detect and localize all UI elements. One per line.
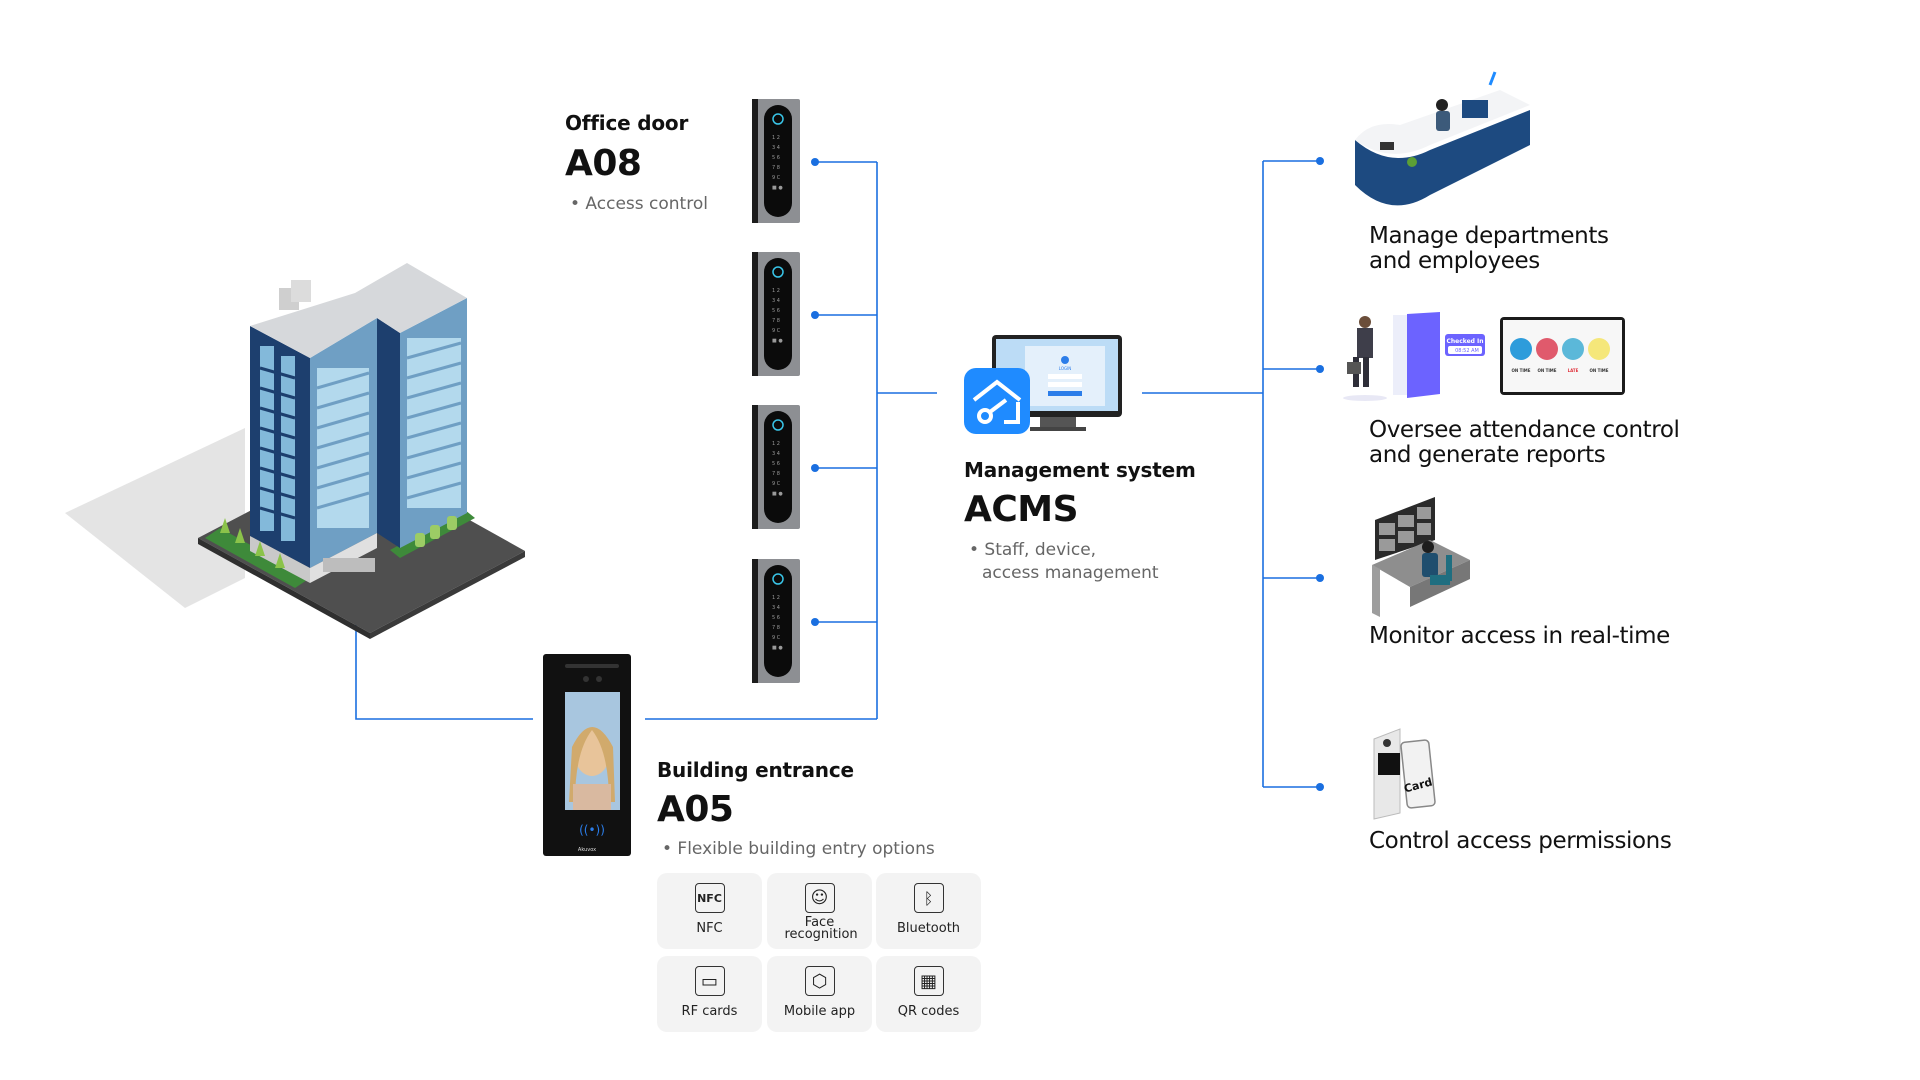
entry-option-bluetooth: ᛒ Bluetooth [876, 873, 981, 949]
svg-text:1 2: 1 2 [772, 135, 780, 141]
feature-text-line: Manage departments [1369, 223, 1609, 249]
office-door-subtitle: Office door [565, 111, 689, 135]
entry-option-rf-cards: ▭ RF cards [657, 956, 762, 1032]
attendance-illustration: Checked In 08:52 AM ON TIME ON TIME LATE… [1343, 312, 1625, 401]
connector-dot [1316, 783, 1324, 791]
entry-option-face-recognition: ☺ Face recognition [767, 873, 872, 949]
svg-text:■ ●: ■ ● [772, 338, 783, 344]
feature-text-line: and generate reports [1369, 442, 1606, 468]
feature-control-permissions: Control access permissions [1369, 828, 1672, 854]
acms-illustration: LOGIN [964, 335, 1122, 434]
attendance-status: LATE [1568, 368, 1579, 373]
entry-option-label: QR codes [897, 1004, 960, 1019]
management-subtitle: Management system [964, 458, 1196, 482]
feature-text-line: Control access permissions [1369, 828, 1672, 854]
surveillance-illustration [1372, 497, 1470, 617]
svg-text:9 C: 9 C [772, 635, 781, 641]
building-entrance-model: A05 [657, 789, 734, 830]
card-reader-illustration: Card [1373, 728, 1436, 820]
svg-text:7 8: 7 8 [772, 165, 780, 171]
feature-text-line: Monitor access in real-time [1369, 623, 1670, 649]
rf-card-icon: ▭ [694, 966, 725, 996]
svg-text:9 C: 9 C [772, 328, 781, 334]
qr-code-icon: ▦ [913, 966, 944, 996]
connector-dot [811, 618, 819, 626]
svg-text:7 8: 7 8 [772, 318, 780, 324]
svg-text:■ ●: ■ ● [772, 185, 783, 191]
feature-oversee-attendance: Oversee attendance control and generate … [1369, 417, 1680, 468]
checked-in-badge-title: Checked In [1446, 338, 1483, 345]
connector-dot [811, 158, 819, 166]
attendance-status: ON TIME [1537, 368, 1556, 373]
entry-option-label: Face recognition [784, 915, 858, 942]
entry-option-label: Mobile app [783, 1004, 856, 1019]
svg-text:7 8: 7 8 [772, 471, 780, 477]
a08-device: 1 2 3 4 5 6 7 8 9 C ■ ● [752, 405, 800, 529]
svg-text:3 4: 3 4 [772, 605, 780, 611]
office-door-bullet: • Access control [570, 194, 708, 214]
attendance-status: ON TIME [1511, 368, 1530, 373]
svg-text:9 C: 9 C [772, 481, 781, 487]
feature-text-line: Oversee attendance control [1369, 417, 1680, 443]
a08-device: 1 2 3 4 5 6 7 8 9 C ■ ● [752, 252, 800, 376]
entry-option-nfc: NFC NFC [657, 873, 762, 949]
svg-text:5 6: 5 6 [772, 155, 780, 161]
connector-dot [1316, 157, 1324, 165]
entry-option-label: Bluetooth [896, 921, 961, 936]
acms-login-title: LOGIN [1059, 366, 1072, 371]
svg-text:3 4: 3 4 [772, 145, 780, 151]
connector-dot [1316, 574, 1324, 582]
svg-text:3 4: 3 4 [772, 451, 780, 457]
connector-dot [811, 311, 819, 319]
face-recognition-icon: ☺ [804, 883, 835, 913]
feature-monitor-access: Monitor access in real-time [1369, 624, 1670, 649]
entry-option-mobile-app: ⬡ Mobile app [767, 956, 872, 1032]
connector-dot [1316, 365, 1324, 373]
connector-dot [811, 464, 819, 472]
svg-text:9 C: 9 C [772, 175, 781, 181]
office-door-model: A08 [565, 143, 642, 184]
svg-text:1 2: 1 2 [772, 595, 780, 601]
building-entrance-subtitle: Building entrance [657, 758, 854, 782]
svg-text:■ ●: ■ ● [772, 645, 783, 651]
entry-option-label: NFC [696, 921, 723, 936]
management-bullet-line2: access management [982, 563, 1159, 583]
feature-manage-departments: Manage departments and employees [1369, 224, 1609, 274]
entry-option-label: RF cards [681, 1004, 738, 1019]
mobile-app-icon: ⬡ [804, 966, 835, 996]
svg-text:((•)): ((•)) [579, 823, 605, 837]
svg-text:1 2: 1 2 [772, 288, 780, 294]
svg-text:■ ●: ■ ● [772, 491, 783, 497]
svg-text:3 4: 3 4 [772, 298, 780, 304]
svg-text:7 8: 7 8 [772, 625, 780, 631]
svg-text:1 2: 1 2 [772, 441, 780, 447]
a08-device: 1 2 3 4 5 6 7 8 9 C ■ ● [752, 559, 800, 683]
management-bullet-line1: • Staff, device, [969, 540, 1097, 560]
svg-text:5 6: 5 6 [772, 308, 780, 314]
reception-desk-illustration [1355, 71, 1530, 206]
feature-text-line: and employees [1369, 248, 1540, 274]
attendance-status: ON TIME [1589, 368, 1608, 373]
a05-device: ((•)) Akuvox [543, 654, 631, 856]
svg-text:5 6: 5 6 [772, 615, 780, 621]
a05-brand-text: Akuvox [578, 847, 596, 853]
office-building-illustration [65, 263, 525, 639]
a08-device: 1 2 3 4 5 6 7 8 9 C ■ ● [752, 99, 800, 223]
checked-in-badge-time: 08:52 AM [1455, 348, 1479, 354]
management-model: ACMS [964, 489, 1079, 530]
bluetooth-icon: ᛒ [913, 883, 944, 913]
entry-option-qr-codes: ▦ QR codes [876, 956, 981, 1032]
nfc-icon: NFC [694, 883, 725, 913]
svg-text:5 6: 5 6 [772, 461, 780, 467]
building-entrance-bullet: • Flexible building entry options [662, 839, 935, 859]
